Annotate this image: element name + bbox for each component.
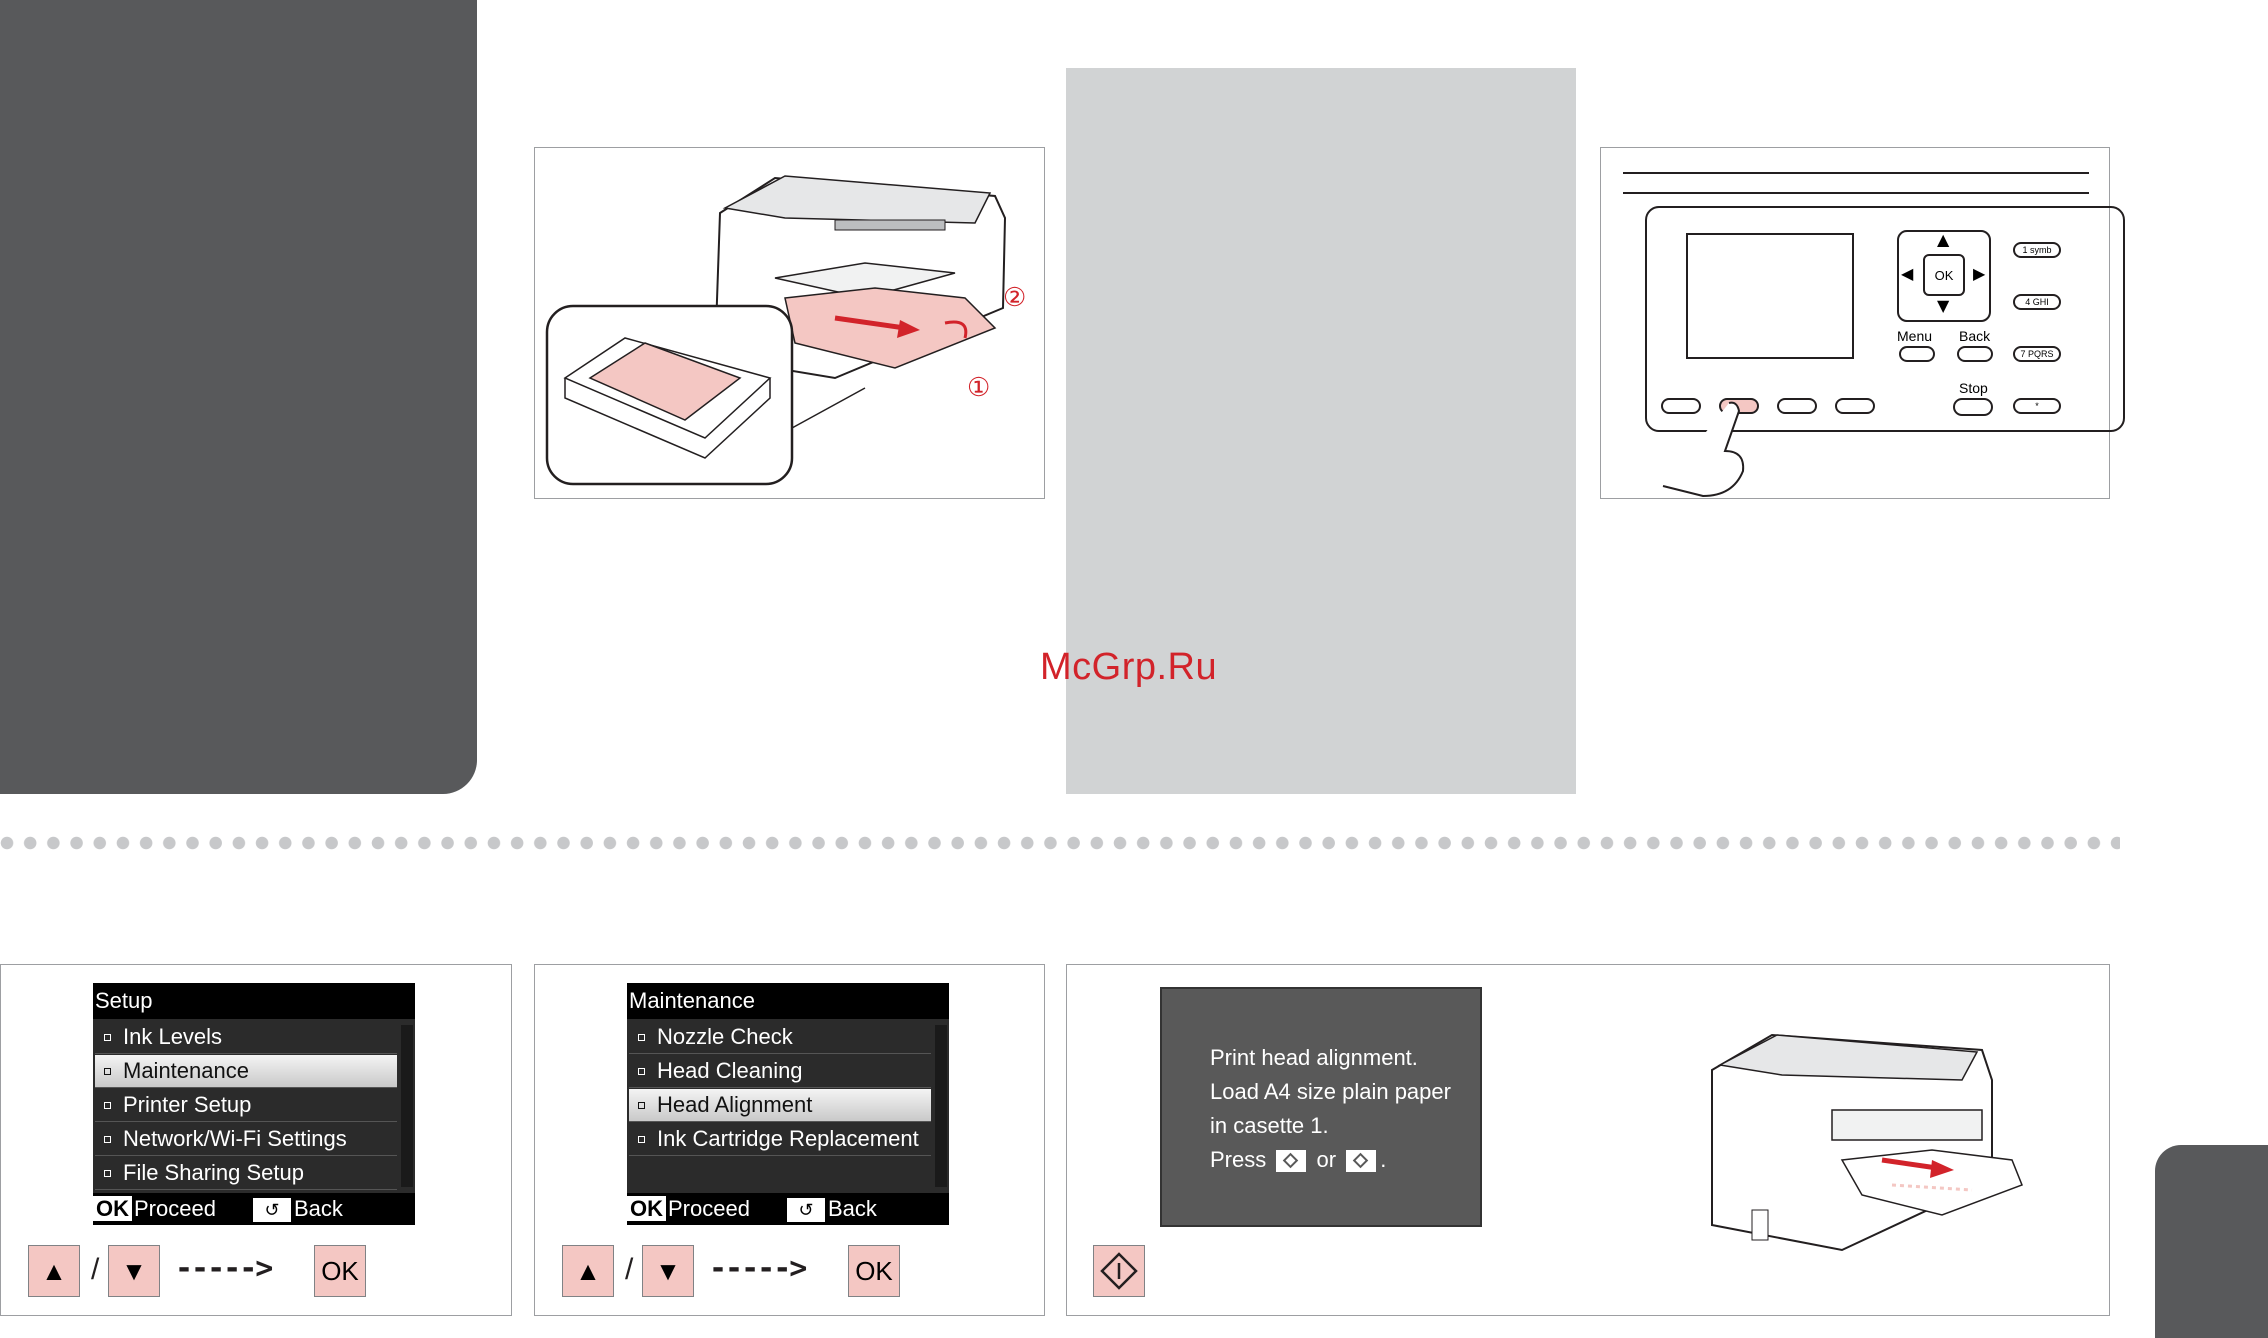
left-arrow-icon: ◀ xyxy=(1901,264,1914,283)
menu-title: Maintenance xyxy=(627,983,949,1019)
back-label: Back xyxy=(294,1196,343,1221)
back-label: Back xyxy=(828,1196,877,1221)
color-start-icon xyxy=(1346,1150,1377,1173)
ok-key[interactable]: OK xyxy=(848,1245,900,1297)
menu-item-ink-levels[interactable]: Ink Levels xyxy=(95,1021,397,1054)
step-marker-2: ② xyxy=(1003,282,1026,312)
ok-badge: OK xyxy=(93,1196,132,1221)
down-key[interactable]: ▼ xyxy=(642,1245,694,1297)
control-panel-figure: ▲ ▼ ◀ ▶ OK Menu Back Stop 1 symb 4 GHI 7… xyxy=(1600,147,2125,499)
menu-item-ink-cartridge[interactable]: Ink Cartridge Replacement xyxy=(629,1123,931,1156)
back-label: Back xyxy=(1959,328,1991,344)
key-7[interactable]: 7 PQRS xyxy=(2013,346,2061,362)
key-separator: / xyxy=(91,1253,100,1286)
down-arrow-icon: ▼ xyxy=(1937,296,1950,315)
printer-paper-illustration: ② ① xyxy=(545,175,1026,486)
menu-title: Setup xyxy=(93,983,415,1019)
key-1[interactable]: 1 symb xyxy=(2013,242,2061,258)
scrollbar[interactable] xyxy=(401,1025,413,1187)
key-star[interactable]: * xyxy=(2013,398,2061,414)
menu-item-maintenance[interactable]: Maintenance xyxy=(95,1055,397,1088)
chapter-tab xyxy=(0,0,477,794)
key-4[interactable]: 4 GHI xyxy=(2013,294,2061,310)
ok-badge: OK xyxy=(627,1196,666,1221)
menu-item-file-sharing[interactable]: File Sharing Setup xyxy=(95,1157,397,1190)
back-icon: ↺ xyxy=(253,1198,291,1223)
step1-frame: Setup Ink Levels Maintenance Printer Set… xyxy=(0,964,512,1316)
lcd-screen xyxy=(1686,233,1854,359)
notes-panel xyxy=(1066,68,1576,794)
setup-menu-screen: Setup Ink Levels Maintenance Printer Set… xyxy=(93,983,415,1225)
menu-item-head-cleaning[interactable]: Head Cleaning xyxy=(629,1055,931,1088)
menu-item-printer-setup[interactable]: Printer Setup xyxy=(95,1089,397,1122)
up-key[interactable]: ▲ xyxy=(562,1245,614,1297)
proceed-label: Proceed xyxy=(134,1196,216,1221)
proceed-arrow-icon: -----> xyxy=(175,1251,273,1286)
dotted-divider xyxy=(0,836,2120,850)
step-marker-1: ① xyxy=(967,372,990,402)
up-arrow-icon: ▲ xyxy=(1937,230,1950,249)
bw-start-icon xyxy=(1276,1150,1307,1173)
or-label: or xyxy=(1316,1147,1337,1172)
message-line-2: Load A4 size plain paper xyxy=(1210,1079,1451,1104)
back-button[interactable] xyxy=(1957,346,1993,362)
start-icon xyxy=(1100,1252,1138,1290)
step2-frame: Maintenance Nozzle Check Head Cleaning H… xyxy=(534,964,1045,1316)
proceed-arrow-icon: -----> xyxy=(709,1251,807,1286)
period-label: . xyxy=(1380,1147,1387,1172)
help-button[interactable] xyxy=(1777,398,1817,414)
printer-output-illustration xyxy=(1711,1033,2023,1252)
alignment-message-screen: Print head alignment. Load A4 size plain… xyxy=(1160,987,1482,1227)
stop-label: Stop xyxy=(1959,380,1988,396)
start-key[interactable] xyxy=(1093,1245,1145,1297)
message-line-3: in casette 1. xyxy=(1210,1113,1329,1138)
menu-button[interactable] xyxy=(1899,346,1935,362)
message-line-4: Press or . xyxy=(1210,1147,1386,1173)
panel-outline xyxy=(1645,206,2125,432)
proceed-label: Proceed xyxy=(668,1196,750,1221)
scrollbar[interactable] xyxy=(935,1025,947,1187)
paper-load-figure: ② ① xyxy=(534,147,1045,499)
menu-item-head-alignment[interactable]: Head Alignment xyxy=(629,1089,931,1122)
hand-pointer-icon xyxy=(1662,401,1745,498)
ok-button[interactable]: OK xyxy=(1923,254,1965,296)
ok-key[interactable]: OK xyxy=(314,1245,366,1297)
menu-item-network[interactable]: Network/Wi-Fi Settings xyxy=(95,1123,397,1156)
maintenance-menu-screen: Maintenance Nozzle Check Head Cleaning H… xyxy=(627,983,949,1225)
mode-button-1[interactable] xyxy=(1661,398,1701,414)
up-key[interactable]: ▲ xyxy=(28,1245,80,1297)
press-label: Press xyxy=(1210,1147,1267,1172)
mode-button-4[interactable] xyxy=(1835,398,1875,414)
key-separator: / xyxy=(625,1253,634,1286)
down-key[interactable]: ▼ xyxy=(108,1245,160,1297)
message-line-1: Print head alignment. xyxy=(1210,1045,1418,1070)
nav-pad[interactable]: ▲ ▼ ◀ ▶ OK xyxy=(1897,230,1991,322)
right-arrow-icon: ▶ xyxy=(1973,264,1986,283)
back-icon: ↺ xyxy=(787,1198,825,1223)
menu-label: Menu xyxy=(1897,328,1933,344)
side-index-tab xyxy=(2155,1145,2268,1338)
menu-item-nozzle-check[interactable]: Nozzle Check xyxy=(629,1021,931,1054)
watermark: McGrp.Ru xyxy=(1040,646,1218,688)
stop-button[interactable] xyxy=(1953,398,1993,416)
